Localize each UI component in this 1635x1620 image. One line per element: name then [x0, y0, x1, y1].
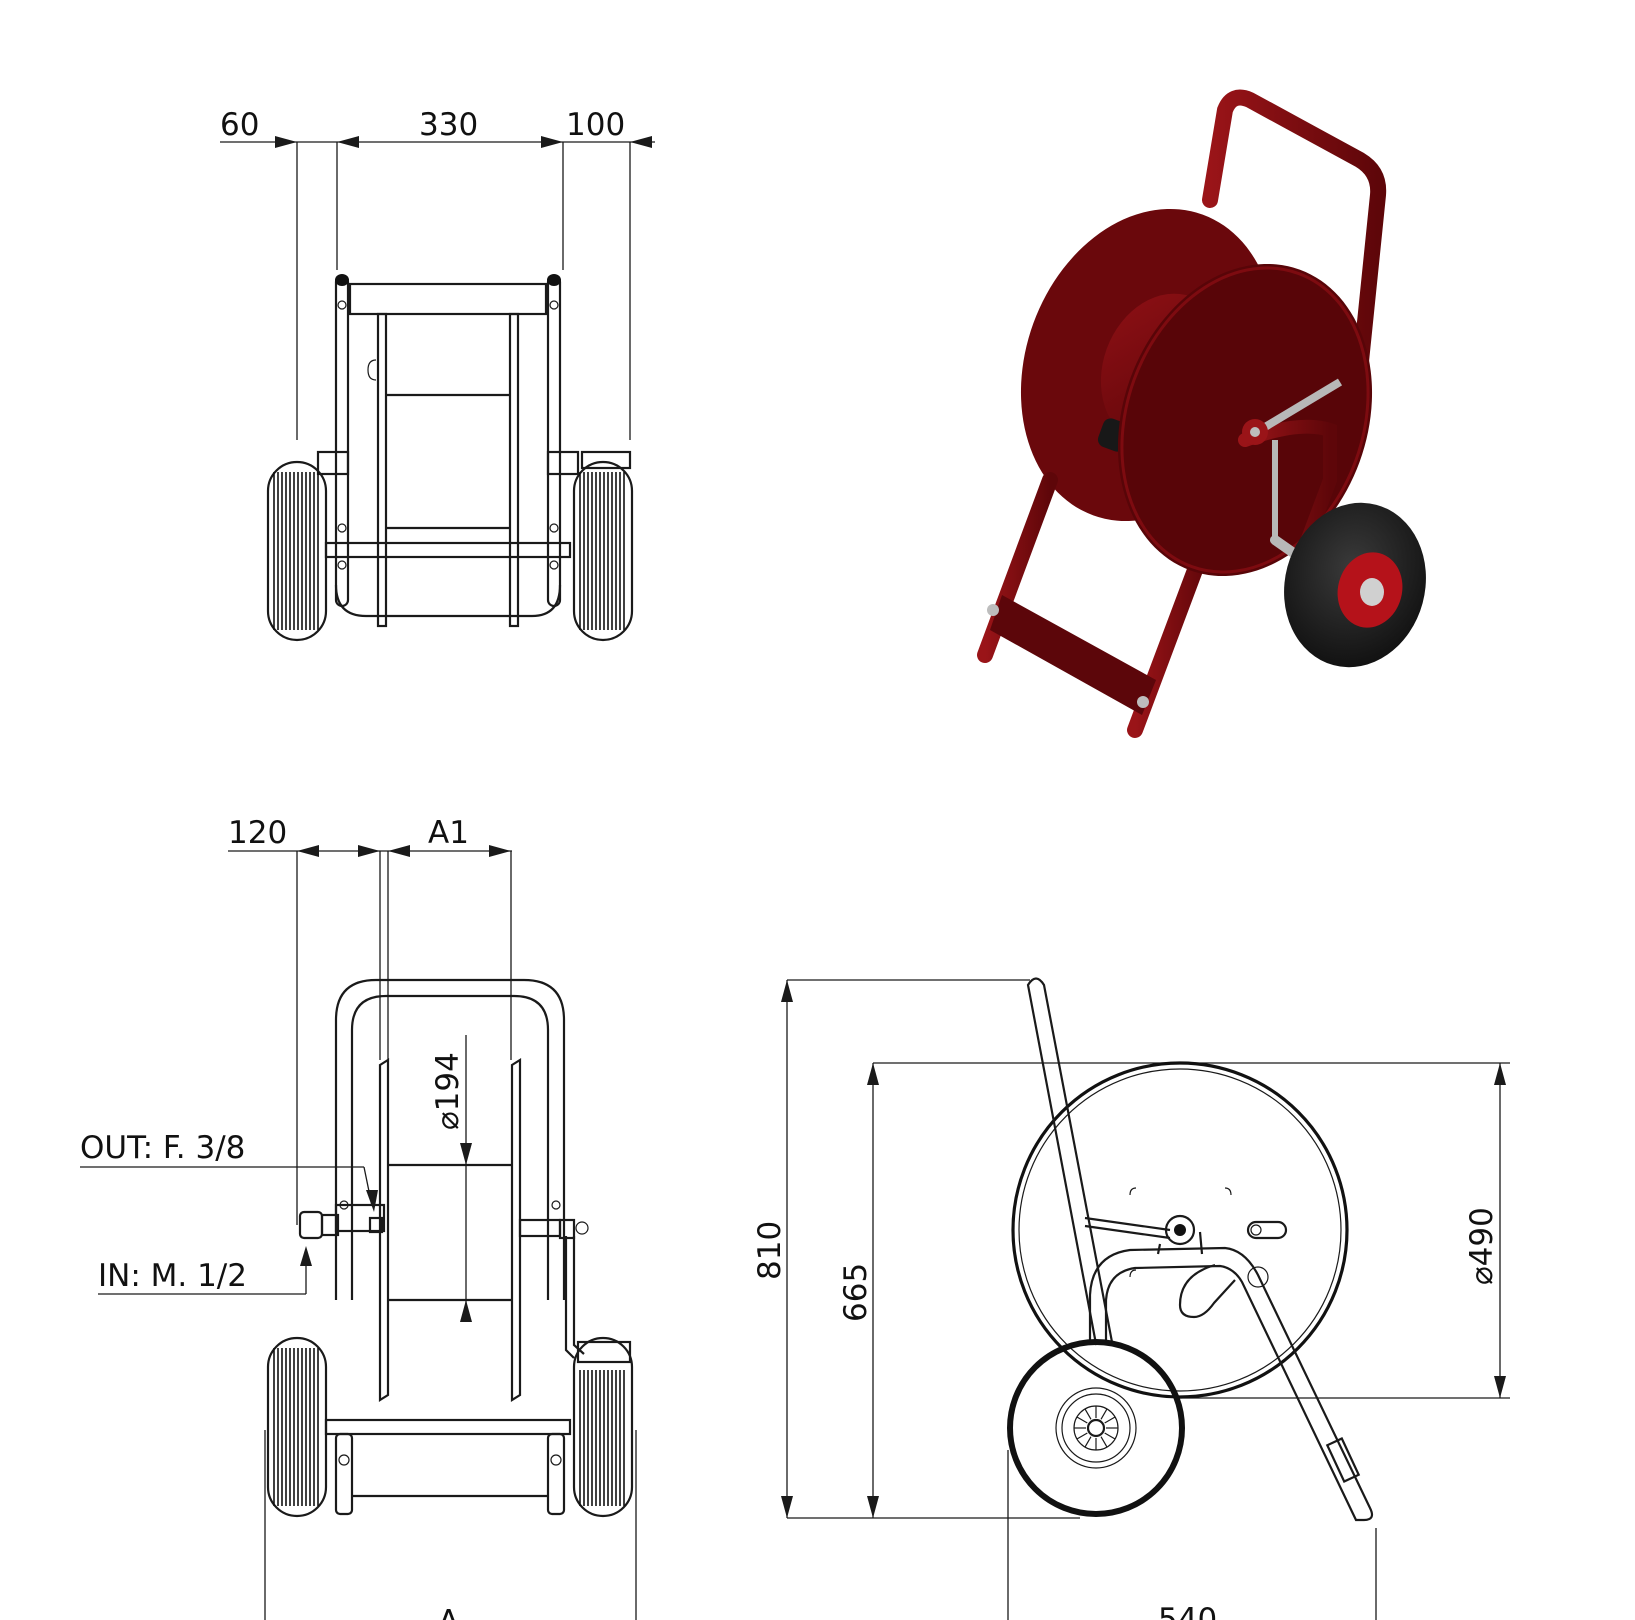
side-wheel-tire	[1007, 1339, 1185, 1517]
dim-a: A	[438, 1604, 459, 1620]
wheel-spoke	[1084, 1408, 1092, 1420]
top-crossbar	[348, 282, 548, 316]
label-inlet: IN: M. 1/2	[98, 1258, 247, 1294]
side-handle	[1026, 977, 1114, 1346]
front-wheel-right	[572, 1336, 634, 1518]
bottom-crossbar	[324, 541, 572, 559]
top-view: 60 330 100	[220, 107, 655, 642]
dim-665: 665	[838, 1263, 874, 1322]
wheel-spoke	[1100, 1408, 1108, 1420]
wheel-spoke	[1104, 1432, 1116, 1440]
front-wheel-left	[266, 1336, 328, 1518]
front-view: 120 A1 ⌀194 OUT: F. 3/8 IN: M. 1/2	[80, 815, 637, 1620]
dim-arrow	[630, 136, 652, 148]
dim-120: 120	[228, 815, 287, 851]
front-flange-left	[378, 1058, 390, 1402]
dim-330: 330	[419, 107, 478, 143]
dim-arrow	[275, 136, 297, 148]
side-view: 810 665 ⌀490	[752, 977, 1510, 1620]
iso-render	[977, 89, 1426, 738]
dim-810: 810	[752, 1221, 788, 1280]
dim-100: 100	[566, 107, 625, 143]
wheel-spoke	[1076, 1416, 1088, 1424]
wheel-spoke	[1104, 1416, 1116, 1424]
dim-hub-diameter: ⌀194	[430, 1052, 466, 1130]
label-outlet: OUT: F. 3/8	[80, 1130, 245, 1166]
dim-drum-diameter: ⌀490	[1464, 1207, 1500, 1285]
dim-60: 60	[220, 107, 259, 143]
top-wheel-left	[266, 460, 328, 642]
top-wheel-right	[572, 460, 634, 642]
dim-a1: A1	[428, 815, 469, 851]
side-drum-outer	[1011, 1061, 1349, 1399]
dim-540: 540	[1158, 1602, 1217, 1620]
drum-flange-right	[508, 312, 520, 628]
front-flange-right	[510, 1058, 522, 1402]
drum-flange-left	[376, 312, 388, 628]
wheel-spoke	[1084, 1436, 1092, 1448]
front-handle-inner	[350, 994, 550, 1300]
wheel-spoke	[1100, 1436, 1108, 1448]
dim-arrow	[541, 136, 563, 148]
front-handle-outer	[334, 978, 566, 1300]
dim-arrow	[337, 136, 359, 148]
wheel-spoke	[1076, 1432, 1088, 1440]
